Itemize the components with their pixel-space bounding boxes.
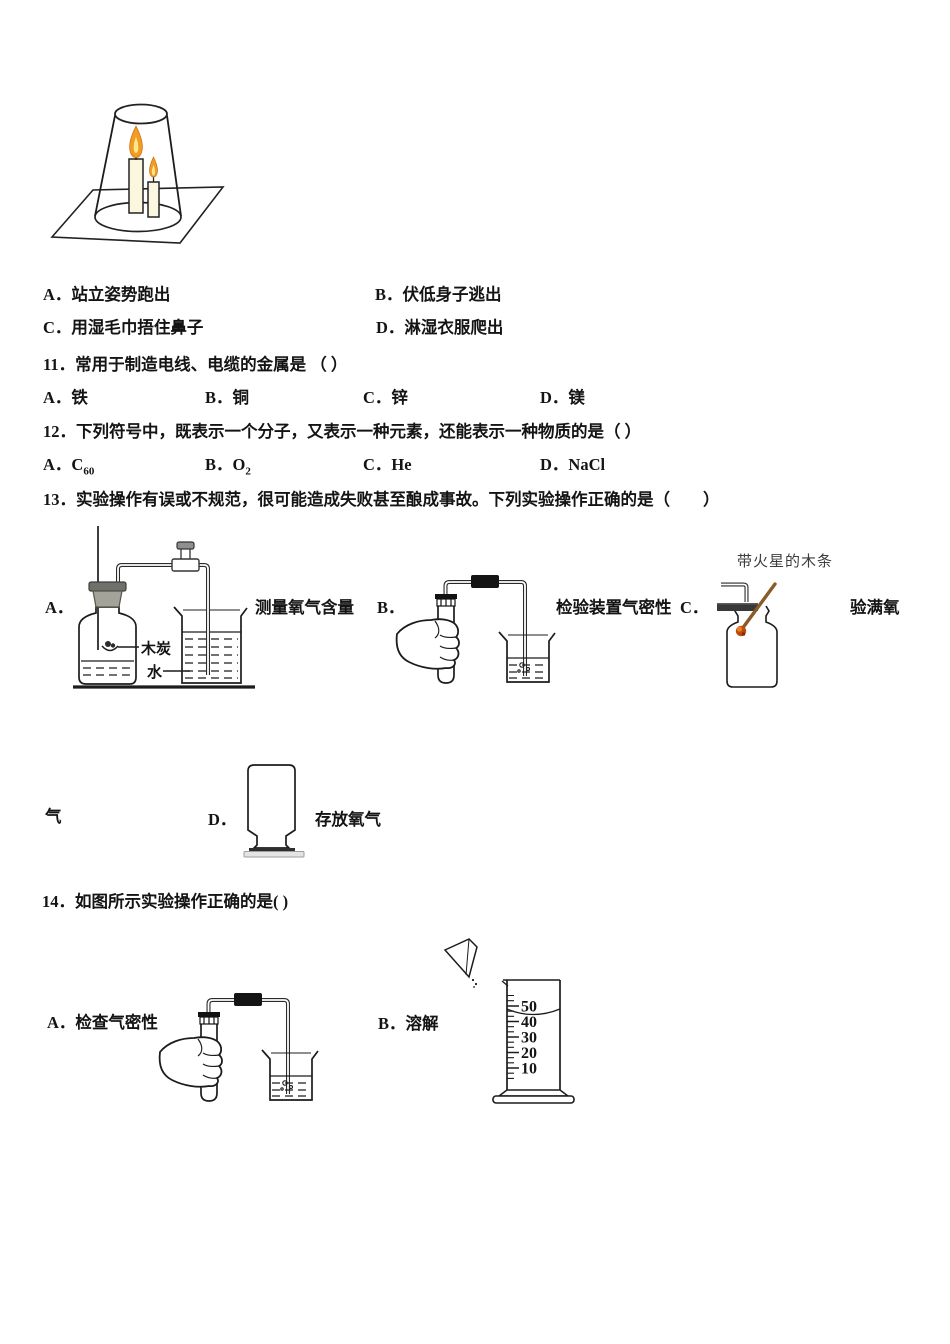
water-label: 水 [147, 663, 163, 681]
air-bubbles [517, 662, 531, 673]
q12-option-a: A．C60 [43, 455, 95, 478]
q13-figure-c-letter: C． [680, 598, 709, 617]
rubber-stopper [88, 581, 127, 608]
q13-figure-b-letter: B． [377, 598, 405, 617]
tall-candle [128, 125, 144, 214]
q13-figure-b-caption: 检验装置气密性 [556, 598, 672, 617]
svg-text:10: 10 [521, 1061, 537, 1078]
q13-figure-b-airtightness [395, 575, 556, 684]
glass-cover-plate [717, 603, 758, 611]
rubber-stopper [435, 594, 457, 607]
q12-stem: 12．下列符号中，既表示一个分子，又表示一种元素，还能表示一种物质的是（ ） [43, 422, 642, 441]
glowing-splint-label: 带火星的木条 [737, 554, 834, 570]
svg-text:40: 40 [521, 1014, 537, 1031]
q13-figure-c-oxygen-test [717, 582, 778, 688]
q10-option-c: C．用湿毛巾捂住鼻子 [43, 318, 204, 337]
q11-option-b: B．铜 [205, 388, 250, 407]
meniscus [506, 1008, 561, 1016]
charcoal [105, 641, 111, 647]
solid-particles [471, 978, 475, 982]
q14-option-a-label: A．检查气密性 [47, 1013, 158, 1032]
glass-plate [243, 848, 305, 858]
q13-figure-a-letter: A． [45, 598, 74, 617]
beaker [498, 631, 556, 683]
beaker [261, 1049, 319, 1101]
q13-figure-c-caption: 验满氧 [850, 598, 900, 617]
subscript: 2 [245, 465, 251, 478]
q10-option-b: B．伏低身子逃出 [375, 285, 502, 304]
pinch-clamp [234, 993, 262, 1006]
hand-gripping-tube [395, 618, 460, 670]
short-candle [147, 156, 160, 218]
beaker [173, 606, 248, 684]
q11-option-c: C．锌 [363, 388, 408, 407]
q13-figure-a-caption: 测量氧气含量 [255, 598, 354, 617]
q11-option-a: A．铁 [43, 388, 88, 407]
glowing-splint [740, 582, 777, 631]
candles-under-glass-figure [50, 103, 225, 244]
paper-scoop [443, 938, 478, 988]
svg-text:20: 20 [521, 1045, 537, 1062]
q13-figure-a-oxygen-measurement: 木炭 水 [73, 526, 255, 689]
q11-stem: 11．常用于制造电线、电缆的金属是 （ ） [43, 355, 348, 374]
charcoal-label: 木炭 [140, 640, 171, 658]
inverted-bottle [247, 764, 296, 849]
q13-figure-d-storage-bottle [243, 764, 305, 858]
glowing-ember [735, 625, 747, 637]
beaker-water [185, 638, 238, 679]
stopcock-valve [171, 541, 200, 572]
q13-figure-d-caption: 存放氧气 [315, 810, 381, 829]
delivery-tube [116, 563, 210, 675]
q10-option-a: A．站立姿势跑出 [43, 285, 171, 304]
svg-text:50: 50 [521, 999, 537, 1016]
q14-figure-b-dissolving: 50 40 30 20 10 [443, 938, 575, 1104]
q13-figure-c-caption-wrap: 气 [45, 807, 62, 826]
q14-figure-a-airtightness [158, 993, 319, 1102]
svg-text:30: 30 [521, 1030, 537, 1047]
q10-option-d: D．淋湿衣服爬出 [376, 318, 504, 337]
scale-numbers: 50 40 30 20 10 [521, 999, 537, 1078]
rubber-stopper [198, 1012, 220, 1025]
subscript: 60 [83, 465, 95, 478]
q12-option-b: B．O2 [205, 455, 251, 478]
q13-figure-d-letter: D． [208, 810, 237, 829]
bent-tube [721, 582, 749, 602]
hand-gripping-tube [158, 1036, 223, 1088]
q14-stem: 14．如图所示实验操作正确的是( ) [42, 892, 289, 911]
q12-option-c: C．He [363, 455, 412, 474]
air-bubbles [280, 1080, 294, 1091]
cylinder-base [492, 1089, 575, 1104]
q13-stem: 13．实验操作有误或不规范，很可能造成失败甚至酿成事故。下列实验操作正确的是（ … [43, 490, 720, 509]
scale-ticks [507, 994, 519, 1079]
q11-option-d: D．镁 [540, 388, 585, 407]
inverted-glass [94, 103, 182, 217]
q12-option-d: D．NaCl [540, 455, 606, 474]
q14-option-b-label: B．溶解 [378, 1014, 439, 1033]
combustion-spoon [101, 641, 119, 652]
pinch-clamp [471, 575, 499, 588]
graduated-cylinder: 50 40 30 20 10 [492, 979, 575, 1104]
